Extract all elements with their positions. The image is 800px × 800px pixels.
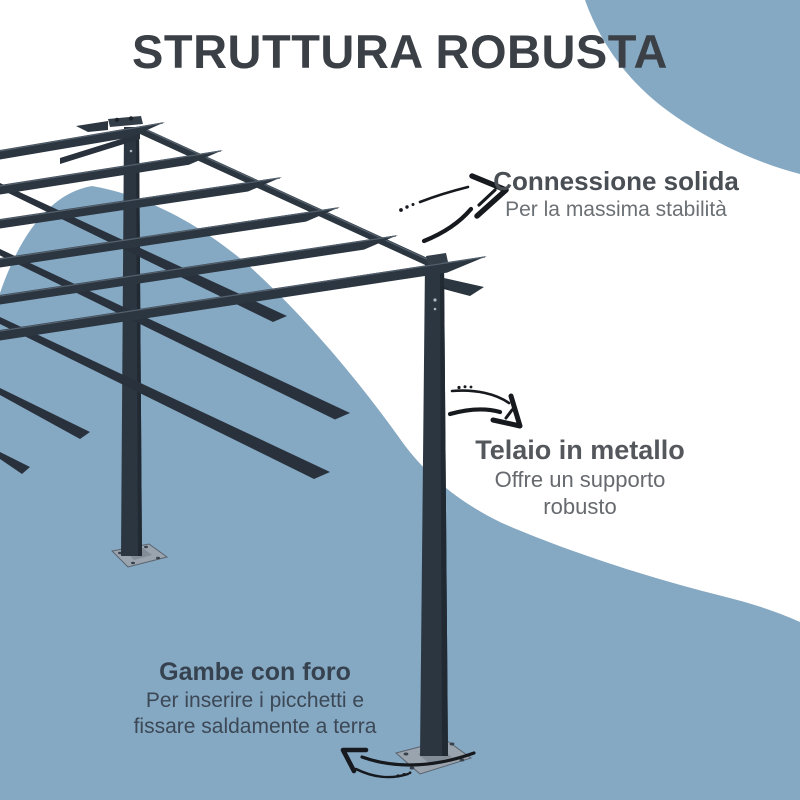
rear-post — [121, 127, 142, 556]
callout-frame-subtitle-line2: robusto — [543, 494, 617, 519]
callout-legs-subtitle-line2: fissare saldamente a terra — [133, 715, 377, 738]
arrow-legs-icon — [340, 747, 476, 779]
front-post — [420, 263, 448, 756]
corner-joint-bracket — [426, 253, 484, 296]
callout-frame-subtitle-line1: Offre un supporto — [494, 467, 666, 492]
arrow-frame-icon — [447, 385, 523, 429]
page-title: STRUTTURA ROBUSTA — [132, 25, 668, 78]
callout-connection-subtitle: Per la massima stabilità — [505, 198, 727, 221]
callout-connection: Connessione solida Per la massima stabil… — [478, 166, 754, 223]
arrow-connection-icon — [399, 173, 509, 244]
callout-legs-heading: Gambe con foro — [159, 658, 351, 686]
roof-cross-slats — [0, 126, 434, 479]
callout-legs-subtitle-line1: Per inserire i picchetti e — [145, 689, 365, 712]
blue-blob-top-right — [585, 0, 800, 174]
callout-frame-heading: Telaio in metallo — [475, 435, 685, 465]
rear-post-bracket — [108, 116, 143, 127]
callout-legs: Gambe con foro Per inserire i picchetti … — [110, 656, 400, 740]
blue-blob-main — [0, 186, 800, 800]
callout-frame: Telaio in metallo Offre un supporto robu… — [446, 434, 714, 520]
callout-connection-heading: Connessione solida — [493, 166, 739, 196]
roof-rafters — [0, 121, 487, 341]
